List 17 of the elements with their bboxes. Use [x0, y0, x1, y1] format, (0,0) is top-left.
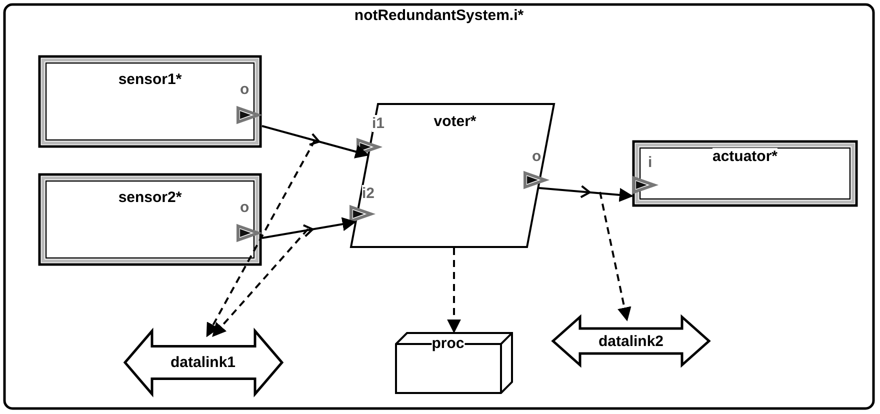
device-box [632, 140, 858, 207]
connector-arrow [212, 228, 309, 338]
connector-arrow [262, 125, 370, 158]
connector-arrow [447, 248, 461, 334]
connector-arrow [599, 192, 632, 322]
device-box [38, 55, 262, 148]
connector-arrow [262, 217, 356, 239]
bus-double-arrow [124, 330, 283, 395]
connector-arrow [538, 185, 632, 202]
system-frame [3, 3, 875, 410]
bus-double-arrow [552, 316, 710, 366]
port-label: i1 [372, 115, 385, 132]
group-title: notRedundantSystem.i* [354, 7, 524, 24]
process-parallelogram [350, 103, 555, 248]
device-box [38, 173, 262, 266]
connector-arrow [206, 140, 316, 338]
processor-box [395, 332, 513, 394]
